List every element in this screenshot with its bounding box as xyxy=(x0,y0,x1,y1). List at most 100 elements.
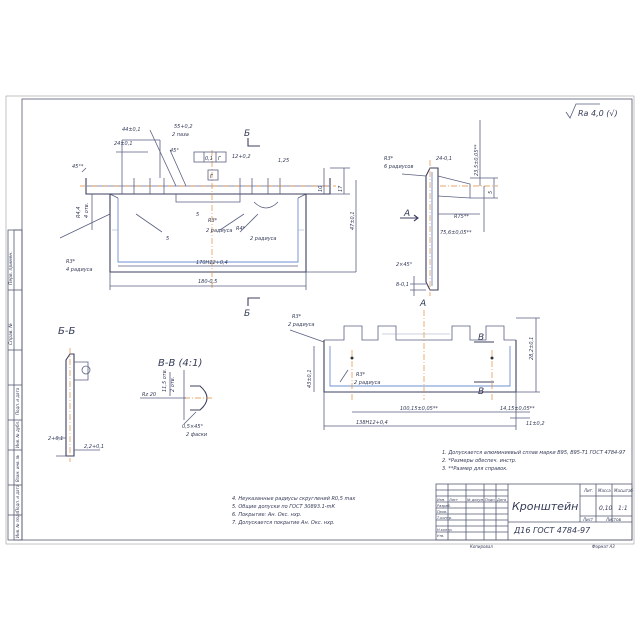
drawing-frame xyxy=(21,98,633,541)
main-dim-0: 44±0,1 xyxy=(122,127,141,133)
main-dim-1: 24±0,1 xyxy=(114,141,133,147)
tech-note-right-0: 1. Допускается алюминиевый сплав марки В… xyxy=(442,450,626,456)
tech-note-left-3: 7. Допускается покрытие Ан. Окс. нхр. xyxy=(232,520,335,526)
main-dim-17: R4* xyxy=(236,226,246,232)
tech-notes-right: 1. Допускается алюминиевый сплав марки В… xyxy=(442,450,626,472)
tech-note-left-0: 4. Неуказанные радиусы скруглений R0,5 m… xyxy=(232,496,355,502)
section-vv-label: В-В (4:1) xyxy=(158,358,202,369)
main-dim-24: 170H12+0,4 xyxy=(196,260,228,266)
section-bb: Б-Б 2+0,1 2,2+0,1 xyxy=(48,326,104,462)
side-dim-8: 8-0,1 xyxy=(396,282,409,288)
plan-view: А В В R3* 2 радиуса R3* 2 радиуса 43±0,1… xyxy=(288,299,545,430)
col-scale: Масштаб xyxy=(614,488,634,493)
main-dim-15: R3* xyxy=(208,218,218,224)
side-dim-6: 75,6±0,05** xyxy=(440,230,472,236)
main-dim-22: 5 xyxy=(196,212,199,218)
plan-dim-2: R3* xyxy=(356,372,366,378)
sheet-label: Лист xyxy=(582,517,594,522)
bb-dim-1: 2,2+0,1 xyxy=(84,444,104,450)
col-mass: Масса xyxy=(598,488,611,493)
vv-dim-1: 2 отв. xyxy=(170,377,176,392)
tech-notes-left: 4. Неуказанные радиусы скруглений R0,5 m… xyxy=(232,496,355,526)
plan-section-mark-1: В xyxy=(478,333,484,343)
strip-label-1: Справ. № xyxy=(8,323,14,345)
section-mark-bottom: Б xyxy=(244,309,250,319)
main-dim-12: 4 отв. xyxy=(84,203,90,218)
plan-dim-0: R3* xyxy=(292,314,302,320)
side-view-mark: А xyxy=(403,209,410,219)
tech-note-left-2: 6. Покрытие: Ан. Окс. нхр. xyxy=(232,512,302,518)
tb-row-2: № докум. xyxy=(466,498,484,502)
section-vv: В-В (4:1) 11,5 отв. 2 отв. Rz 20 0,5×45°… xyxy=(140,358,212,438)
tb-row-0: Изм. xyxy=(437,498,445,502)
bb-dim-0: 2+0,1 xyxy=(48,436,63,442)
main-dim-16: 2 радиуса xyxy=(206,228,233,234)
col-lit: Лит. xyxy=(583,488,593,493)
plan-dim-4: 43±0,1 xyxy=(307,369,313,388)
side-dim-1: 6 радиусов xyxy=(384,164,413,170)
main-view: Б Б 44±0,1 24±0,1 55+0,2 2 паза 45° 0,1 … xyxy=(59,124,357,319)
plan-dim-6: 100,15±0,05** xyxy=(400,406,438,412)
plan-dim-9: 11±0,2 xyxy=(526,421,545,427)
main-dim-10: 45°* xyxy=(72,164,84,170)
plan-dim-8: 14,15±0,05** xyxy=(500,406,535,412)
plan-dim-3: 2 радиуса xyxy=(354,380,381,386)
side-view: А R3* 6 радиусов 24-0,1 23,5±0,05** 5 R7… xyxy=(384,120,498,296)
side-dim-2: 24-0,1 xyxy=(436,156,452,162)
sheet-outline xyxy=(5,95,635,545)
strip-label-3: Инв. № дубл. xyxy=(15,421,20,448)
side-strip: Перв. примен. Справ. № Подп. и дата Инв.… xyxy=(7,229,23,541)
section-bb-label: Б-Б xyxy=(58,326,75,337)
section-mark-top: Б xyxy=(244,129,250,139)
main-dim-8: 12+0,2 xyxy=(232,154,251,160)
plan-dim-7: 138H12+0,4 xyxy=(356,420,388,426)
scale-value: 1:1 xyxy=(618,505,628,512)
tb-row-5: Разраб. xyxy=(437,504,451,508)
strip-label-5: Подп. и дата xyxy=(15,484,20,512)
main-dim-14: 4 радиуса xyxy=(66,267,93,273)
vv-dim-4: 2 фаски xyxy=(186,432,208,438)
strip-label-2: Подп. и дата xyxy=(15,387,20,415)
main-dim-21: 10 xyxy=(318,186,324,192)
roughness-mark: Ra 4,0 (√) xyxy=(565,103,618,119)
tb-row-9: Утв. xyxy=(437,534,444,538)
side-dim-5: R75** xyxy=(454,214,469,220)
side-dim-4: 5 xyxy=(488,191,494,194)
vv-dim-0: 11,5 отв. xyxy=(162,369,168,392)
vv-dim-2: Rz 20 xyxy=(142,392,156,398)
roughness-text: Ra 4,0 (√) xyxy=(578,109,618,118)
main-dim-25: 180-0,5 xyxy=(198,279,217,285)
tb-row-8: Н.контр. xyxy=(437,528,453,532)
title-block: Кронштейн Д16 ГОСТ 4784-97 Лит. Масса Ма… xyxy=(435,483,634,541)
tb-row-4: Дата xyxy=(496,498,506,502)
tech-note-right-1: 2. *Размеры обеспеч. инстр. xyxy=(442,458,517,464)
strip-label-4: Взам. инв. № xyxy=(15,455,20,482)
main-dim-13: R3* xyxy=(66,259,76,265)
main-dim-9: 1,25 xyxy=(278,158,289,164)
main-dim-20: 17 xyxy=(338,185,344,192)
side-dim-0: R3* xyxy=(384,156,394,162)
strip-label-0: Перв. примен. xyxy=(8,251,14,285)
tech-note-left-1: 5. Общие допуски по ГОСТ 30893.1-mК xyxy=(232,504,335,510)
main-dim-18: 2 радиуса xyxy=(250,236,277,242)
tech-note-right-2: 3. **Размер для справок. xyxy=(442,466,508,472)
plan-dim-5: 28,2±0,1 xyxy=(529,337,535,360)
material: Д16 ГОСТ 4784-97 xyxy=(513,526,591,535)
main-dim-11: R4,4 xyxy=(76,207,82,218)
tb-row-3: Подп. xyxy=(485,498,496,502)
sheets-label: Листов xyxy=(605,517,622,522)
tb-row-7: Т.контр. xyxy=(437,516,452,520)
tb-row-6: Пров. xyxy=(437,510,447,514)
mass-value: 0,10 xyxy=(599,505,613,512)
main-dim-5: 0,1 xyxy=(205,156,213,162)
tb-row-1: Лист xyxy=(448,498,459,502)
main-dim-6: Г xyxy=(218,156,222,162)
side-dim-7: 2×45° xyxy=(396,262,413,268)
vv-dim-3: 0,5×45° xyxy=(182,424,204,430)
main-dim-2: 55+0,2 xyxy=(174,124,193,130)
copied-label: Копировал xyxy=(470,544,493,549)
side-dim-3: 23,5±0,05** xyxy=(474,144,480,176)
main-dim-7: Г xyxy=(210,174,214,180)
